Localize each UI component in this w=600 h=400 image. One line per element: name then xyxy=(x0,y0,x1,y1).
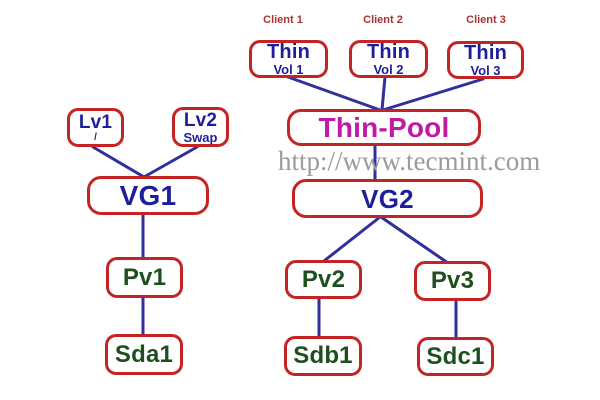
edge-thinvol3-thinpool xyxy=(381,77,485,112)
node-thin-pool-label: Thin-Pool xyxy=(318,111,450,143)
node-vg1-label: VG1 xyxy=(119,179,177,211)
edge-vg2-pv3 xyxy=(379,215,450,265)
node-vg2-label: VG2 xyxy=(361,183,414,214)
client-1-label: Client 1 xyxy=(263,14,303,26)
node-sdc1: Sdc1 xyxy=(417,337,494,376)
node-pv1: Pv1 xyxy=(106,257,183,298)
edge-thinvol2-thinpool xyxy=(380,75,387,112)
edge-lv2-vg1 xyxy=(142,145,199,179)
node-vg2: VG2 xyxy=(292,179,483,218)
edge-lv1-vg1 xyxy=(91,145,146,179)
edge-thinvol1-thinpool xyxy=(286,75,382,112)
node-pv2: Pv2 xyxy=(285,260,362,299)
node-lv1: Lv1 / xyxy=(67,108,124,147)
node-sdc1-label: Sdc1 xyxy=(426,342,485,370)
node-pv3-label: Pv3 xyxy=(430,267,475,294)
node-sda1: Sda1 xyxy=(105,334,183,375)
client-3-label: Client 3 xyxy=(466,14,506,26)
node-vg1: VG1 xyxy=(87,176,209,215)
node-thin-vol-2-sublabel: Vol 2 xyxy=(373,62,404,77)
node-lv2: Lv2 Swap xyxy=(172,107,229,147)
node-thin-vol-3-label: Thin xyxy=(463,42,507,64)
node-lv1-sublabel: / xyxy=(94,131,97,143)
node-sdb1: Sdb1 xyxy=(284,336,362,376)
edge-vg2-pv2 xyxy=(322,215,382,263)
node-lv2-label: Lv2 xyxy=(183,109,218,131)
client-2-label: Client 2 xyxy=(363,14,403,26)
node-thin-vol-3: Thin Vol 3 xyxy=(447,41,524,79)
node-sda1-label: Sda1 xyxy=(114,340,174,368)
node-pv2-label: Pv2 xyxy=(301,265,346,293)
node-lv2-sublabel: Swap xyxy=(183,129,218,145)
node-pv1-label: Pv1 xyxy=(122,263,167,291)
node-thin-pool: Thin-Pool xyxy=(287,109,481,146)
node-sdb1-label: Sdb1 xyxy=(293,342,353,369)
node-thin-vol-1-label: Thin xyxy=(266,41,310,63)
node-thin-vol-2-label: Thin xyxy=(366,41,410,63)
node-pv3: Pv3 xyxy=(414,261,491,301)
node-lv1-label: Lv1 xyxy=(78,111,113,133)
node-thin-vol-1: Thin Vol 1 xyxy=(249,40,328,78)
tecmint-watermark: http://www.tecmint.com xyxy=(278,146,541,176)
node-thin-vol-3-sublabel: Vol 3 xyxy=(470,63,501,78)
node-thin-vol-1-sublabel: Vol 1 xyxy=(273,62,304,77)
node-thin-vol-2: Thin Vol 2 xyxy=(349,40,428,78)
